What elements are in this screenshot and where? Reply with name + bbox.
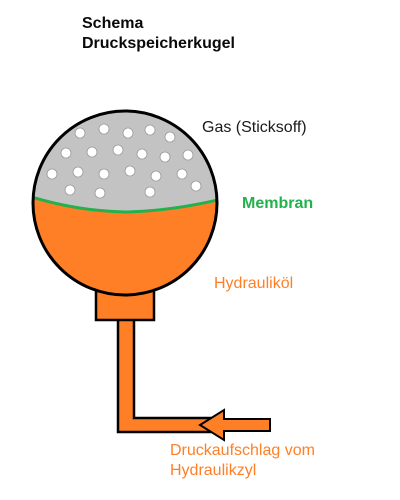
gas-label: Gas (Sticksoff) [202,119,307,136]
oil-pipe [116,316,212,434]
title-line-1: Schema [82,15,144,32]
title-line-2: Druckspeicherkugel [82,35,235,52]
diagram-title: Schema Druckspeicherkugel [82,14,235,54]
membrane-line [33,193,217,214]
pressure-arrow [198,408,271,442]
pressure-label: Druckaufschlag vom Hydraulikzyl [170,441,315,481]
pressure-label-line-2: Hydraulikzyl [170,462,257,479]
gas-region [33,111,217,211]
pressure-label-line-1: Druckaufschlag vom [170,442,315,459]
sphere-outline [31,109,219,297]
gas-bubbles [46,123,202,199]
membrane-label: Membran [242,195,314,212]
oil-label: Hydrauliköl [214,275,294,292]
